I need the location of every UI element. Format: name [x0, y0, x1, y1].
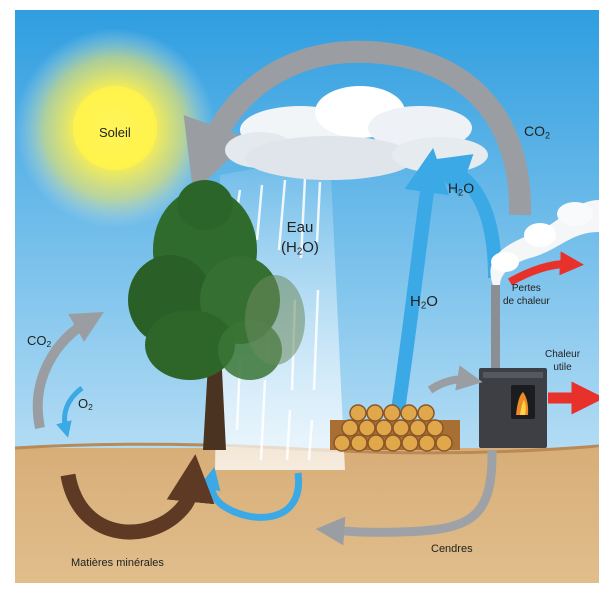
label-cendres: Cendres — [431, 543, 473, 555]
wood-to-stove-arrow — [427, 365, 483, 394]
label-o2: O2 — [78, 396, 93, 413]
label-h2o-lower: H2O — [410, 293, 438, 312]
h2o-evaporation-arrow — [391, 147, 450, 412]
label-soleil: Soleil — [99, 125, 131, 140]
tree-icon — [128, 180, 305, 450]
co2-left-arrow — [32, 312, 104, 430]
co2-return-arrow — [183, 40, 532, 216]
label-chaleur-utile: Chaleur utile — [545, 349, 581, 373]
label-h2o-upper: H2O — [448, 180, 475, 198]
o2-arrow — [56, 386, 84, 438]
label-co2-left: CO2 — [27, 333, 52, 350]
label-co2-top: CO2 — [524, 123, 551, 141]
minerals-arrow — [60, 454, 215, 540]
stove-icon — [479, 285, 547, 448]
label-pertes-de-chaleur: Pertes de chaleur — [503, 283, 550, 307]
wood-pile-icon — [330, 404, 460, 452]
heat-loss-arrow — [508, 251, 584, 286]
label-eau: Eau (H2O) — [281, 219, 319, 258]
sun-icon — [15, 28, 215, 228]
chimney-smoke-icon — [490, 200, 599, 285]
label-matieres-minerales: Matières minérales — [71, 557, 164, 569]
ground-soil — [15, 448, 599, 583]
ashes-arrow — [315, 449, 497, 546]
